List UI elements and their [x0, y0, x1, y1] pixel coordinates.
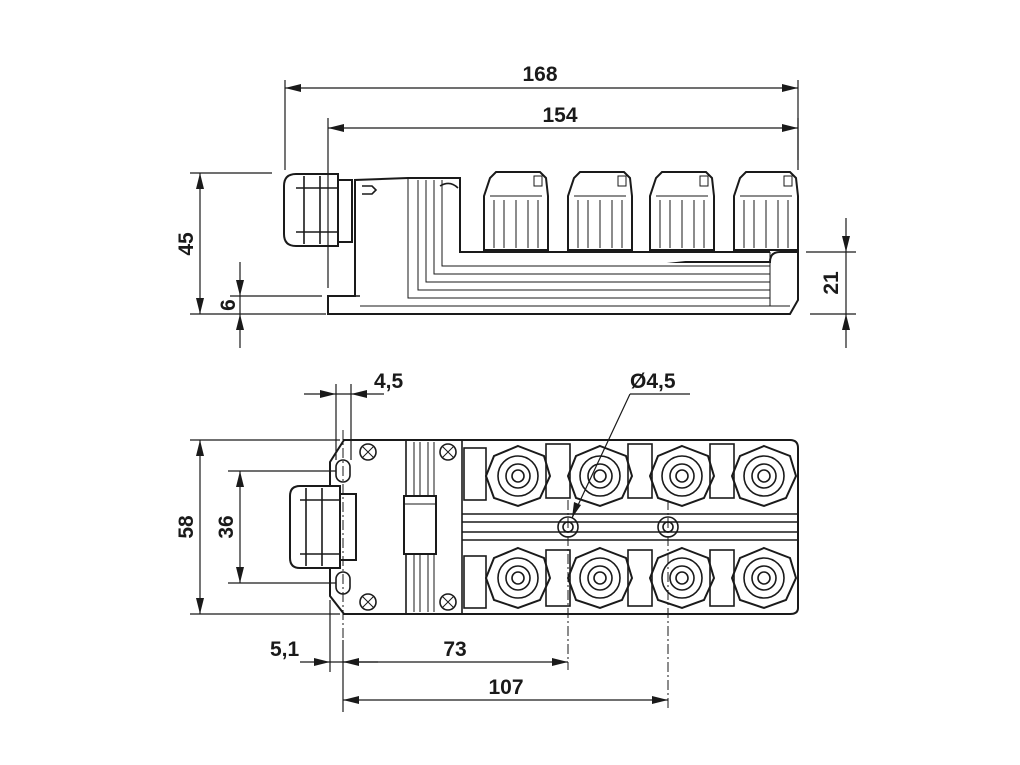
- side-layer-line: [441, 180, 770, 267]
- side-notch: [439, 182, 459, 189]
- dim-label-6: 6: [217, 299, 240, 311]
- dim-label-hole-diameter: Ø4,5: [630, 370, 676, 393]
- dim-body-height: 21: [806, 218, 856, 348]
- top-connector: [730, 546, 798, 610]
- dim-flange-thickness: 4,5: [304, 370, 404, 460]
- dim-hole-pitch-2: 107: [342, 640, 668, 712]
- top-connector: [484, 444, 552, 508]
- side-layer-line: [417, 180, 770, 291]
- top-screw: [359, 593, 377, 611]
- dim-label-45: 45: [175, 232, 198, 256]
- dim-hole-diameter: Ø4,5: [571, 370, 690, 519]
- top-connectors-lower: [484, 546, 798, 610]
- side-gland-nut: [337, 179, 353, 243]
- side-connector: [483, 171, 549, 251]
- dim-label-168: 168: [522, 63, 557, 86]
- side-connectors: [483, 171, 799, 251]
- top-cable-gland-detail: [300, 488, 340, 566]
- side-connector: [649, 171, 715, 251]
- dim-base-height: 6: [217, 262, 322, 348]
- top-screw: [359, 443, 377, 461]
- side-connector: [733, 171, 799, 251]
- top-cable-gland: [289, 485, 341, 569]
- top-label-plate: [403, 495, 437, 555]
- dim-height: 45: [175, 172, 326, 315]
- dim-width: 58: [175, 439, 340, 615]
- dim-label-107: 107: [488, 676, 523, 699]
- dim-label-154: 154: [542, 104, 577, 127]
- dim-body-length: 154: [327, 104, 799, 288]
- top-connector: [730, 444, 798, 508]
- dim-hole-pitch-1: 73: [343, 638, 568, 666]
- top-body-outline: [329, 439, 799, 615]
- dim-label-73: 73: [443, 638, 466, 661]
- top-connector: [484, 546, 552, 610]
- dim-label-36: 36: [215, 515, 238, 538]
- side-cable-gland-detail: [296, 176, 338, 244]
- top-gland-nut: [339, 493, 357, 561]
- side-notch: [362, 185, 378, 195]
- dim-label-5-1: 5,1: [270, 638, 300, 661]
- dim-label-58: 58: [175, 515, 198, 539]
- side-cable-gland: [283, 173, 339, 247]
- side-connector: [567, 171, 633, 251]
- dim-label-4-5: 4,5: [374, 370, 404, 393]
- top-center-rail: [462, 513, 798, 541]
- side-layer-line: [433, 180, 770, 275]
- top-connector: [648, 444, 716, 508]
- dim-mount-spacing: 36: [215, 470, 336, 584]
- dim-label-21: 21: [820, 271, 843, 295]
- top-connector: [648, 546, 716, 610]
- side-layer-line: [407, 178, 770, 299]
- top-screw: [439, 443, 457, 461]
- side-layer-line: [425, 180, 770, 283]
- top-view: 4,5 Ø4,5 58 36 5,1 73: [175, 370, 799, 712]
- side-view: 168 154 45 6 21: [175, 63, 856, 348]
- top-screw: [439, 593, 457, 611]
- top-tabs: [463, 443, 735, 609]
- top-connector: [566, 546, 634, 610]
- top-connector: [566, 444, 634, 508]
